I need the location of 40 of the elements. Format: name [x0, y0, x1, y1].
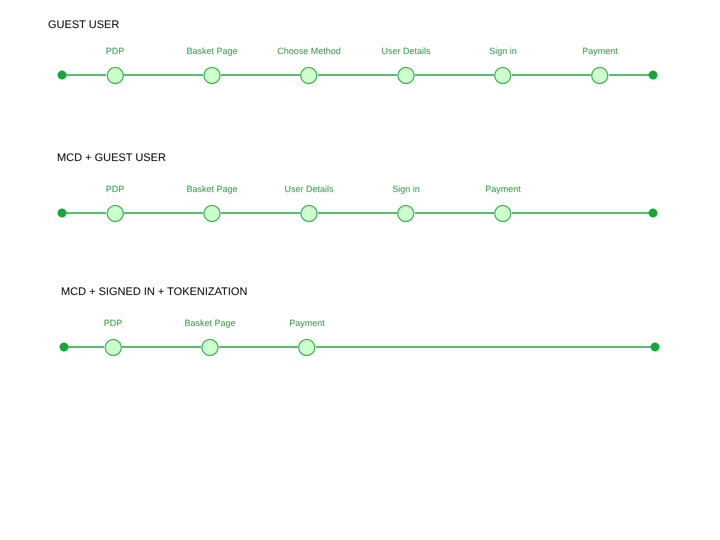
connector-line: [512, 212, 648, 214]
step-label: Payment: [485, 184, 521, 195]
endpoint-dot: [60, 342, 68, 352]
step-label: Sign in: [489, 46, 517, 57]
connector-line: [124, 74, 203, 76]
step-label: User Details: [284, 184, 334, 195]
endpoint-dot: [648, 208, 658, 218]
connector-line: [318, 212, 397, 214]
connector-line: [415, 74, 494, 76]
step-label: Basket Page: [186, 46, 238, 57]
step-label: Basket Page: [186, 184, 238, 195]
connector-line: [609, 74, 648, 76]
step-label: Sign in: [392, 184, 420, 195]
timeline-title: GUEST USER: [48, 19, 120, 31]
step-label: User Details: [382, 46, 430, 57]
connector-line: [221, 212, 300, 214]
endpoint-dot: [648, 70, 658, 80]
step-label: Basket Page: [184, 318, 236, 329]
step-label: Payment: [289, 318, 325, 329]
connector-line: [512, 74, 591, 76]
connector-line: [316, 346, 650, 348]
connector-line: [122, 346, 201, 348]
connector-line: [68, 346, 104, 348]
step-label: PDP: [104, 318, 122, 329]
connector-line: [219, 346, 298, 348]
connector-line: [124, 212, 203, 214]
step-label: PDP: [106, 184, 124, 195]
timeline-title: MCD + SIGNED IN + TOKENIZATION: [61, 286, 248, 298]
timeline-title: MCD + GUEST USER: [57, 152, 166, 164]
endpoint-dot: [58, 70, 66, 80]
endpoint-dot: [58, 208, 66, 218]
step-label: PDP: [106, 46, 124, 57]
step-label: Choose Method: [277, 46, 341, 57]
endpoint-dot: [650, 342, 660, 352]
connector-line: [66, 74, 106, 76]
connector-line: [318, 74, 397, 76]
step-label: Payment: [582, 46, 618, 57]
connector-line: [221, 74, 300, 76]
connector-line: [66, 212, 106, 214]
connector-line: [415, 212, 494, 214]
